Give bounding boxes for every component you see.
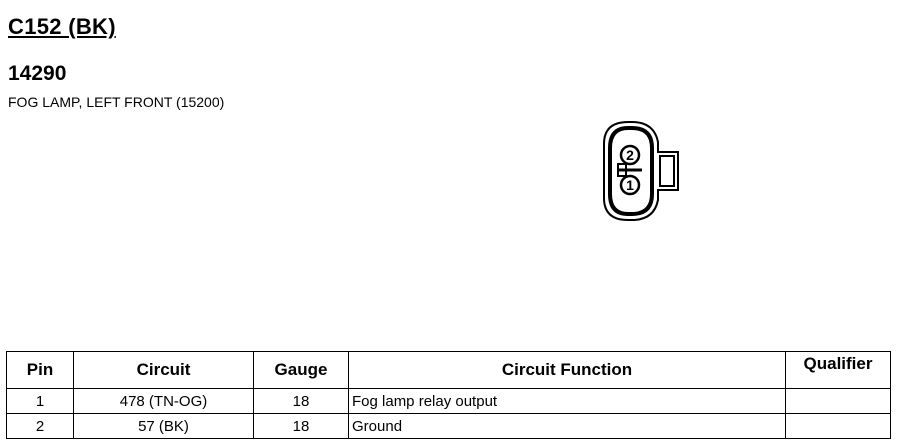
connector-inner-housing (608, 126, 654, 216)
cell-circuit: 57 (BK) (73, 413, 254, 439)
table-header-row: Pin Circuit Gauge Circuit Function Quali… (6, 351, 891, 389)
cell-circuit: 478 (TN-OG) (73, 388, 254, 414)
pin-cavity-2 (619, 144, 641, 166)
pin-table: Pin Circuit Gauge Circuit Function Quali… (6, 351, 891, 439)
connector-housing (603, 121, 679, 221)
column-header-gauge: Gauge (253, 351, 349, 389)
part-number: 14290 (8, 62, 67, 85)
cell-pin: 2 (6, 413, 74, 439)
pin-cavity-1 (619, 174, 641, 196)
column-header-pin: Pin (6, 351, 74, 389)
connector-face-diagram: 2 1 (598, 118, 688, 229)
column-header-function: Circuit Function (348, 351, 786, 389)
cavity-key (617, 163, 627, 177)
connector-description: FOG LAMP, LEFT FRONT (15200) (8, 94, 225, 110)
pin-label-1: 1 (626, 177, 634, 193)
connector-latch (659, 155, 675, 187)
cell-function: Ground (348, 413, 786, 439)
cell-gauge: 18 (253, 413, 349, 439)
pin-label-2: 2 (626, 147, 634, 163)
table-row: 2 57 (BK) 18 Ground (6, 413, 891, 439)
connector-id-title: C152 (BK) (8, 14, 116, 39)
table-row: 1 478 (TN-OG) 18 Fog lamp relay output (6, 388, 891, 414)
cell-qualifier (785, 388, 891, 414)
cell-function: Fog lamp relay output (348, 388, 786, 414)
cell-gauge: 18 (253, 388, 349, 414)
cell-qualifier (785, 413, 891, 439)
cell-pin: 1 (6, 388, 74, 414)
column-header-qualifier: Qualifier (785, 351, 891, 389)
column-header-circuit: Circuit (73, 351, 254, 389)
